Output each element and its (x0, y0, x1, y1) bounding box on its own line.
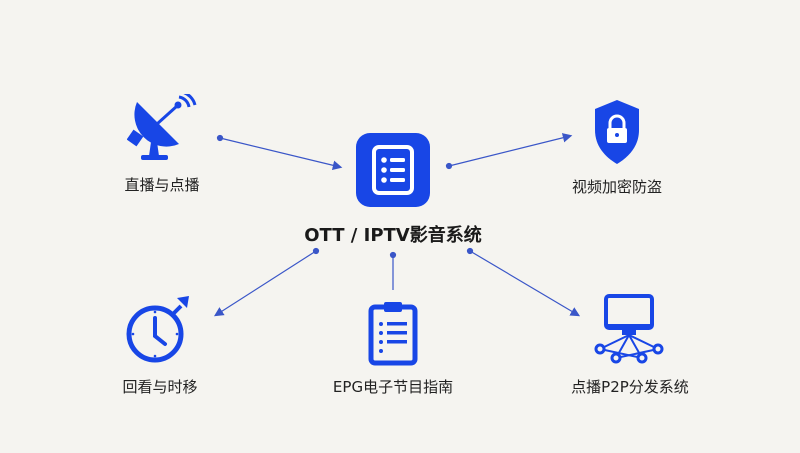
node-epg: EPG电子节目指南 (313, 300, 473, 397)
link-live (219, 137, 343, 170)
monitor-network-icon (594, 294, 664, 364)
node-encryption: 视频加密防盗 (557, 98, 677, 197)
stopwatch-icon (126, 296, 189, 363)
node-label: EPG电子节目指南 (332, 378, 454, 396)
clipboard-list-icon (368, 302, 418, 366)
link-encryption (448, 133, 573, 167)
node-live-vod: 直播与点播 (102, 94, 222, 195)
link-p2p (469, 250, 581, 317)
node-label: 视频加密防盗 (571, 178, 662, 196)
center-label: OTT / IPTV影音系统 (304, 225, 482, 246)
list-document-icon (356, 133, 430, 207)
node-p2p: 点播P2P分发系统 (560, 294, 700, 397)
link-timeshift (213, 250, 317, 317)
node-label: 点播P2P分发系统 (571, 378, 689, 396)
shield-lock-icon (595, 100, 639, 164)
node-label: 直播与点播 (124, 176, 200, 194)
node-label: 回看与时移 (122, 378, 198, 396)
satellite-dish-icon (127, 94, 197, 160)
node-timeshift: 回看与时移 (100, 294, 220, 397)
center-node: OTT / IPTV影音系统 (293, 133, 493, 247)
